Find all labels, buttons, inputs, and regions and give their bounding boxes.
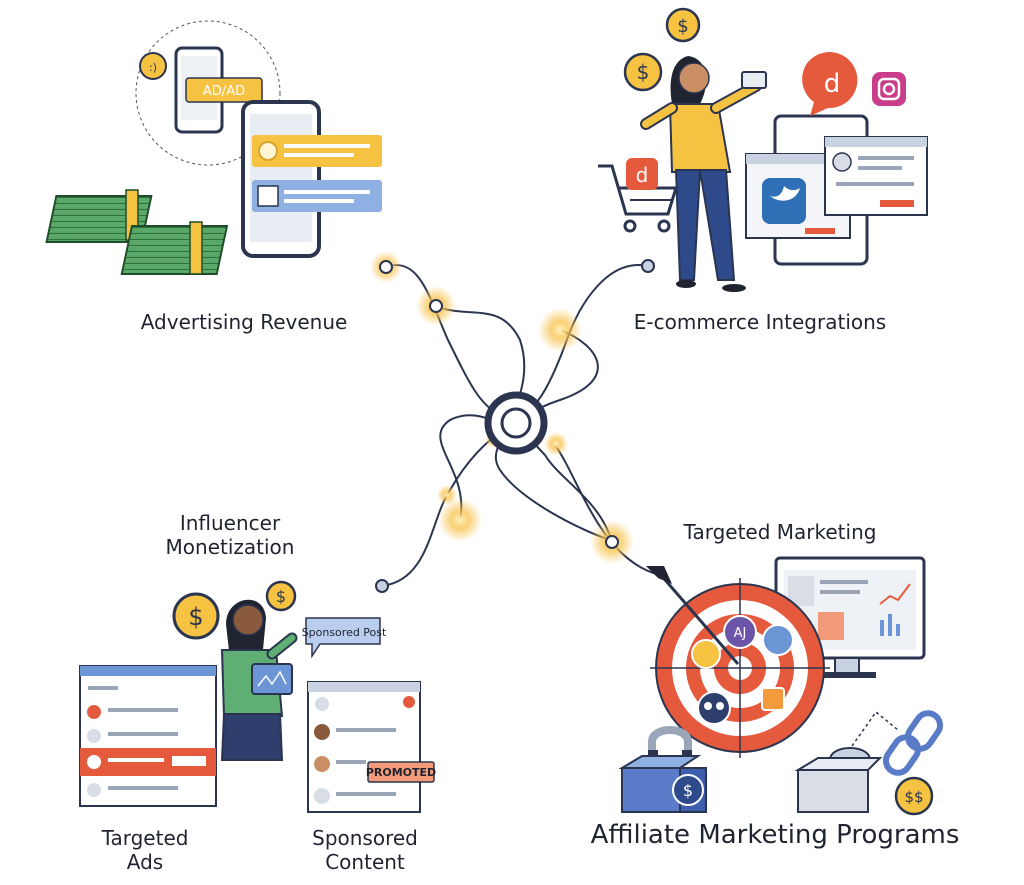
target-chip-icon <box>691 639 721 669</box>
svg-text:PROMOTED: PROMOTED <box>366 766 436 779</box>
svg-text:$: $ <box>637 60 650 84</box>
svg-text:d: d <box>824 69 841 99</box>
coin-icon: $ <box>265 580 297 612</box>
svg-text:Sponsored Post: Sponsored Post <box>302 626 387 639</box>
svg-text:AJ: AJ <box>734 626 747 641</box>
package-box-icon <box>794 747 883 813</box>
coin-icon: $ <box>665 7 701 43</box>
svg-text:$: $ <box>677 16 688 37</box>
influencer-illustration: $ $ Sponsored Post <box>79 580 436 813</box>
person-figure <box>640 56 767 292</box>
target-chip-icon <box>723 615 757 649</box>
avatar-icon <box>314 724 330 740</box>
node-endpoint <box>429 299 443 313</box>
connector-line <box>439 414 501 521</box>
ad-badge <box>185 77 263 103</box>
glow-dots <box>370 251 634 564</box>
dashed-connector <box>851 710 899 747</box>
connector-line <box>385 264 501 416</box>
glow-dot <box>538 308 582 352</box>
coin-icon: $ <box>672 774 704 806</box>
tablet-icon <box>251 663 293 695</box>
camera-app-icon <box>872 72 906 106</box>
audience-icon <box>697 691 731 725</box>
node-endpoint <box>375 579 389 593</box>
app-badge-icon <box>626 158 658 190</box>
avatar-icon <box>87 729 101 743</box>
ecommerce-integrations-label: E-commerce Integrations <box>633 310 887 334</box>
advertising-illustration: :) AD/AD <box>45 20 382 275</box>
svg-text:d: d <box>636 163 649 187</box>
svg-text:$$: $$ <box>904 788 923 806</box>
sponsored-content-label: Sponsored Content <box>312 826 418 874</box>
dashed-orbit <box>135 20 281 166</box>
avatar-icon <box>257 185 279 207</box>
node-endpoint <box>641 259 655 273</box>
connector-line <box>554 444 661 576</box>
target-chip-icon <box>761 687 785 711</box>
svg-text:$: $ <box>683 781 693 800</box>
ad-badge-text: AD/AD <box>203 84 245 99</box>
endpoint-nodes <box>375 259 655 593</box>
glow-dot <box>544 432 568 456</box>
chain-link-icon <box>882 710 944 776</box>
notification-icon <box>139 52 167 80</box>
affiliate-marketing-programs-label: Affiliate Marketing Programs <box>590 820 960 850</box>
glow-dot <box>437 485 457 505</box>
avatar-icon <box>315 697 329 711</box>
targeted-ads-label: Targeted Ads <box>101 826 189 874</box>
avatar-icon <box>314 788 330 804</box>
sponsored-post-tag <box>305 617 381 659</box>
ad-card <box>252 180 382 212</box>
shopping-cart-icon <box>598 164 679 233</box>
influencer-monetization-label: Influencer Monetization <box>165 511 295 559</box>
magnet-icon <box>648 726 692 758</box>
coin-icon: $$ <box>894 776 934 816</box>
targeting-illustration: AJ $ <box>618 556 944 816</box>
hub-ring-icon <box>484 391 548 455</box>
target-chip-icon <box>762 624 794 656</box>
app-bubble-icon <box>802 52 858 116</box>
glow-dot <box>438 498 482 542</box>
node-endpoint <box>605 535 619 549</box>
avatar-icon <box>314 756 330 772</box>
promoted-badge <box>367 761 435 783</box>
coin-icon: $ <box>623 52 663 92</box>
ecommerce-illustration: $ $ d <box>598 7 928 292</box>
avatar-icon <box>87 783 101 797</box>
avatar-icon <box>87 705 101 719</box>
bird-social-icon <box>762 178 806 224</box>
avatar-icon <box>832 152 852 172</box>
trend-chart-icon <box>879 583 911 605</box>
ad-card <box>252 135 382 167</box>
person-figure <box>220 599 298 761</box>
money-stack-icon <box>45 189 229 275</box>
targeted-marketing-label: Targeted Marketing <box>683 520 877 544</box>
advertising-revenue-label: Advertising Revenue <box>140 310 348 334</box>
svg-text:$: $ <box>188 603 203 631</box>
dart-arrow-icon <box>646 566 740 665</box>
svg-text:$: $ <box>276 587 286 606</box>
credit-card-icon <box>741 71 767 89</box>
svg-text::): :) <box>149 61 157 74</box>
coin-icon: $ <box>172 592 220 640</box>
connector-line <box>435 305 526 411</box>
node-endpoint <box>379 260 393 274</box>
